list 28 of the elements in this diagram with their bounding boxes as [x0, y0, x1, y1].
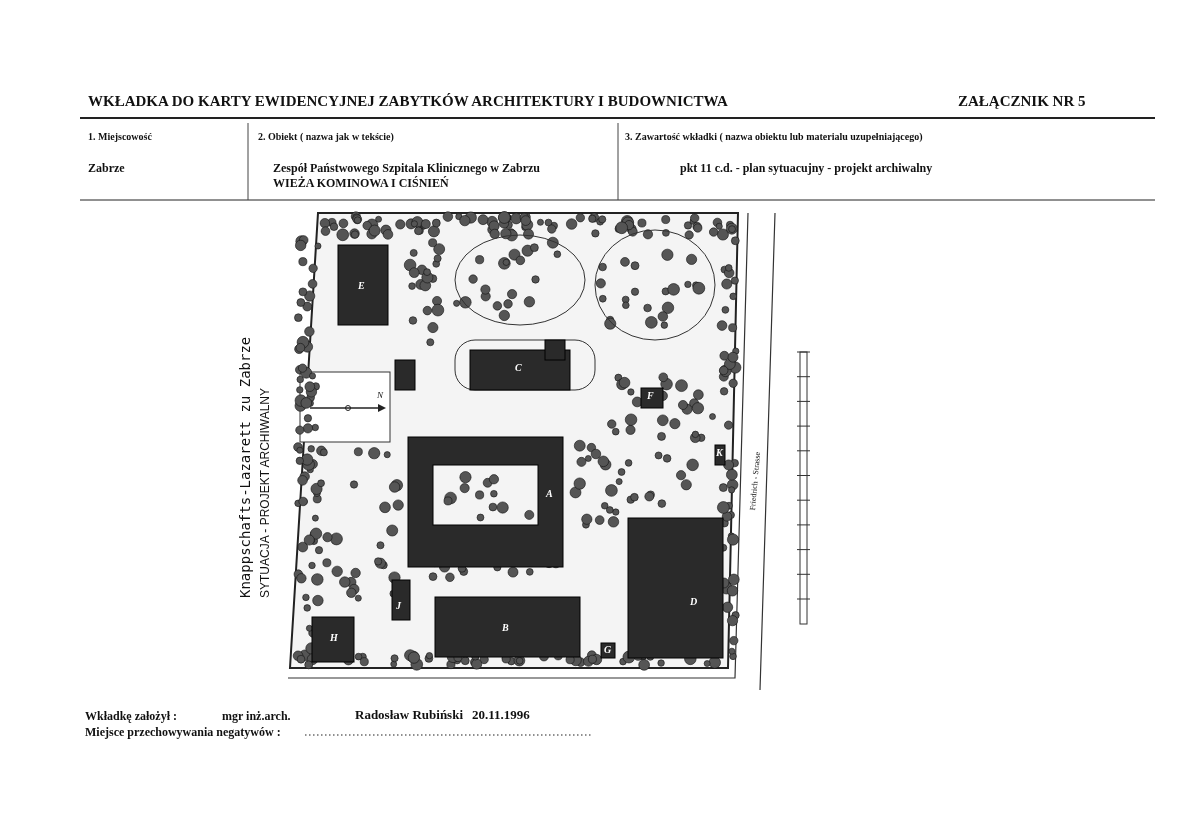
building-letter: F — [647, 390, 654, 401]
date-text: 20.11.1996 — [472, 707, 530, 723]
form-label: Wkładkę założył : — [85, 709, 177, 724]
building-letter: K — [716, 447, 723, 458]
building-letter: J — [396, 600, 401, 611]
plan-title: Knappschafts-Lazarett zu Zabrze — [237, 336, 253, 598]
field-label: 2. Obiekt ( nazwa jak w tekście) — [258, 131, 394, 142]
building-letter: D — [690, 596, 698, 607]
field-label: 1. Miejscowość — [88, 131, 152, 142]
north-label: N — [377, 390, 383, 400]
building-letter: C — [515, 362, 522, 373]
field-value: Zabrze — [88, 161, 125, 176]
field-label: 3. Zawartość wkładki ( nazwa obiektu lub materialu uzupełniającego) — [625, 131, 923, 142]
form-value: mgr inż.arch. — [222, 709, 291, 724]
plan-subtitle: SYTUACJA - PROJEKT ARCHIWALNY — [258, 387, 272, 598]
author-name: Radosław Rubiński — [355, 707, 464, 723]
building-letter: H — [330, 632, 338, 643]
building-letter: A — [546, 488, 553, 499]
building-letter: B — [502, 622, 509, 633]
building-letter: G — [604, 644, 612, 655]
form-label: Miejsce przechowywania negatywów : — [85, 725, 281, 740]
field-value: Zespół Państwowego Szpitala Klinicznego w Zabrzu — [273, 161, 540, 176]
field-value: WIEŻA KOMINOWA I CIŚNIEŃ — [273, 176, 449, 191]
form-title: WKŁADKA DO KARTY EWIDENCYJNEJ ZABYTKÓW ARCHITEKTURY I BUDOWNICTWA — [88, 93, 728, 110]
street-name: Friedrich - Strasse — [748, 451, 763, 511]
building-letter: E — [358, 280, 365, 291]
annex-number: ZAŁĄCZNIK NR 5 — [958, 93, 1086, 110]
field-value: pkt 11 c.d. - plan sytuacujny - projekt archiwalny — [680, 161, 933, 176]
